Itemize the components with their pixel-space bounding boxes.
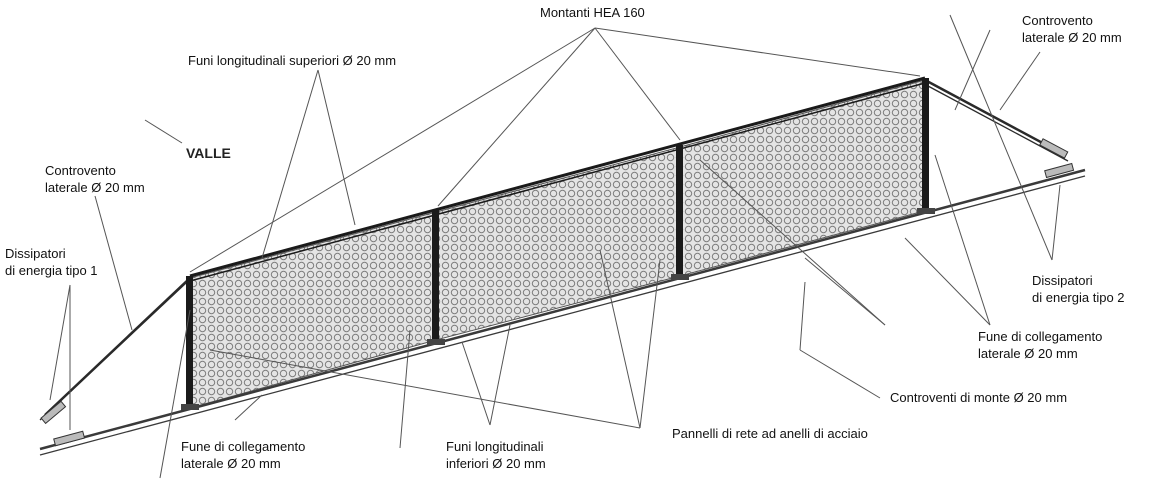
- post-4: [922, 78, 929, 211]
- label-controvento-left: Controvento laterale Ø 20 mm: [45, 163, 145, 195]
- label-dissipatori-1: Dissipatori di energia tipo 1: [5, 246, 98, 278]
- post-3: [676, 145, 683, 277]
- dissipator-left-1: [40, 400, 67, 425]
- energy-dissipators: [40, 138, 1075, 447]
- post-3-base: [671, 274, 689, 280]
- label-funi-superiori: Funi longitudinali superiori Ø 20 mm: [188, 53, 397, 68]
- label-dissipatori-2: Dissipatori di energia tipo 2: [1032, 273, 1125, 305]
- post-2: [432, 210, 439, 342]
- post-2-base: [427, 339, 445, 345]
- label-controvento-right: Controvento laterale Ø 20 mm: [1022, 13, 1122, 45]
- label-fune-right: Fune di collegamento laterale Ø 20 mm: [978, 329, 1103, 361]
- left-lateral-bracing: [39, 277, 191, 421]
- posts: [181, 78, 935, 410]
- label-funi-inferiori: Funi longitudinali inferiori Ø 20 mm: [446, 439, 546, 471]
- post-1-base: [181, 404, 199, 410]
- label-controventi-monte: Controventi di monte Ø 20 mm: [890, 390, 1068, 405]
- label-montanti: Montanti HEA 160: [540, 5, 645, 20]
- top-cables: [189, 76, 926, 282]
- mesh-panels: [189, 79, 929, 409]
- dissipator-right-2: [1044, 162, 1075, 179]
- bottom-cables: [39, 168, 1086, 456]
- post-1: [186, 276, 193, 408]
- label-valle: VALLE: [186, 145, 231, 161]
- post-4-base: [917, 208, 935, 214]
- leader-lines: [49, 14, 1061, 479]
- dissipator-right-1: [1039, 138, 1069, 159]
- label-pannelli: Pannelli di rete ad anelli di acciaio: [672, 426, 868, 441]
- label-fune-left: Fune di collegamento laterale Ø 20 mm: [181, 439, 306, 471]
- dissipator-left-2: [53, 430, 86, 447]
